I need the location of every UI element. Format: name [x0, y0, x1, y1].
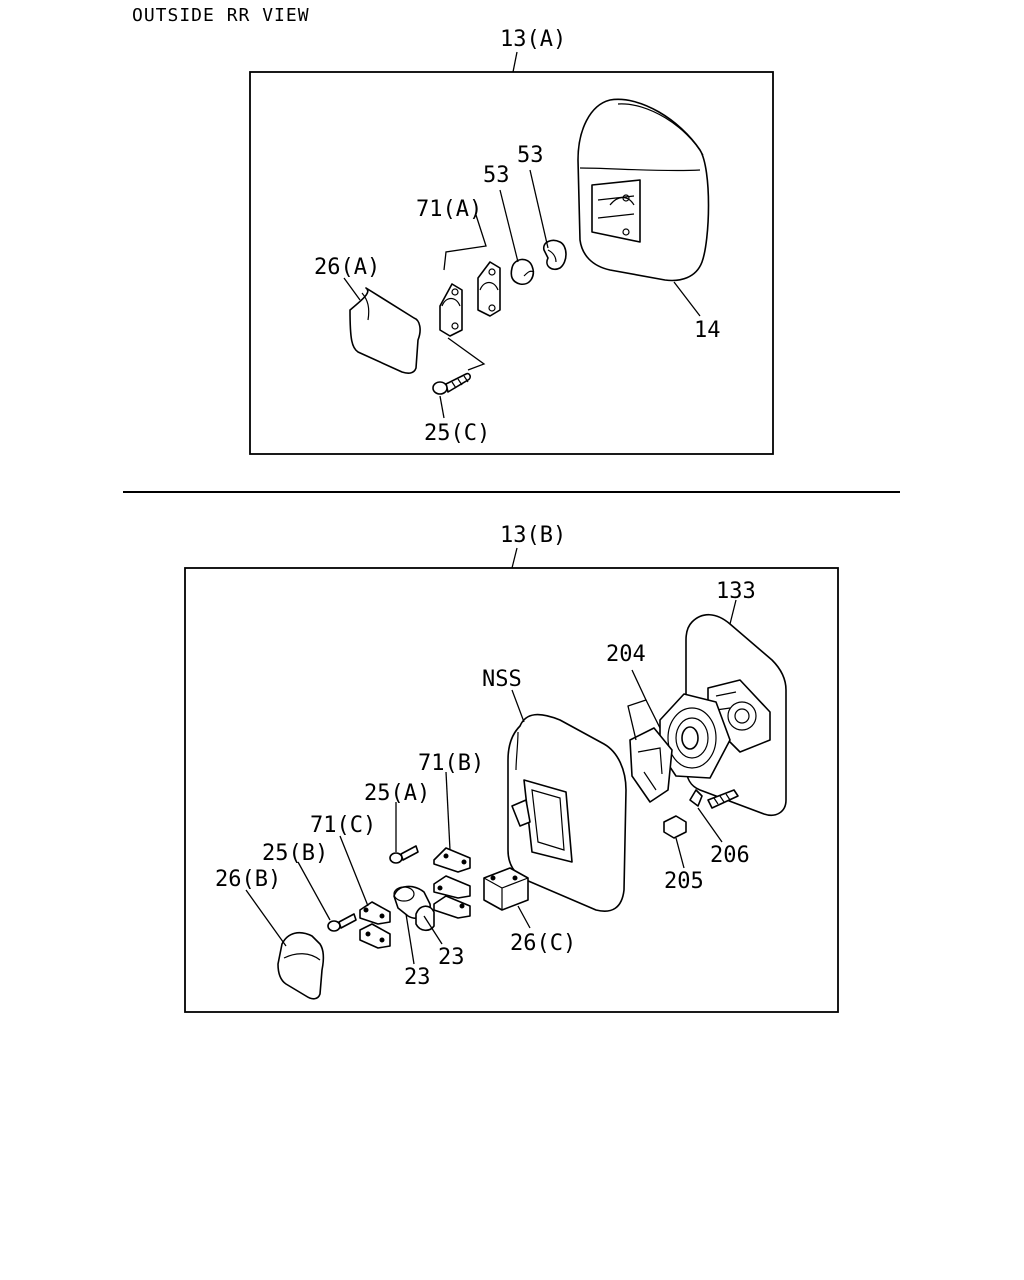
callout-14: 14	[694, 318, 721, 343]
assembly-a-frame	[249, 71, 774, 455]
leader-204b	[645, 699, 661, 729]
part-26b-cover	[277, 931, 325, 1000]
leader-26a	[343, 277, 361, 301]
callout-133: 133	[716, 579, 756, 604]
part-25b-screw	[327, 913, 357, 932]
leader-71b	[445, 771, 451, 851]
part-25a-screw	[389, 845, 419, 864]
view-title: OUTSIDE RR VIEW	[132, 5, 310, 26]
part-204-motor	[629, 693, 731, 803]
part-25c-screw	[432, 372, 471, 395]
nss-housing	[507, 713, 627, 912]
leader-71a-lower	[447, 337, 486, 371]
assembly-a-label: 13(A)	[500, 27, 566, 52]
leader-26b	[245, 889, 287, 947]
part-71b-bracket	[433, 847, 471, 919]
callout-25a: 25(A)	[364, 781, 430, 806]
callout-26b: 26(B)	[215, 867, 281, 892]
leader-nss	[511, 689, 525, 723]
callout-26a: 26(A)	[314, 255, 380, 280]
leader-205	[675, 837, 685, 869]
callout-23-left: 23	[404, 965, 431, 990]
leader-25c	[439, 395, 445, 419]
leader-53-mid	[499, 189, 519, 263]
assembly-b-frame	[184, 567, 839, 1013]
callout-23-right: 23	[438, 945, 465, 970]
leader-71c	[339, 835, 369, 907]
leader-14	[673, 281, 701, 317]
callout-71c: 71(C)	[310, 813, 376, 838]
leader-204	[627, 669, 647, 741]
assembly-b-leader	[511, 547, 518, 569]
assembly-a-leader	[512, 51, 518, 73]
leader-71a	[443, 214, 487, 271]
part-53-clip-top	[542, 239, 567, 271]
leader-23-right	[423, 915, 443, 945]
part-205-block	[663, 815, 687, 839]
callout-53-top: 53	[517, 143, 544, 168]
callout-25b: 25(B)	[262, 841, 328, 866]
callout-53-mid: 53	[483, 163, 510, 188]
part-71c-bracket	[359, 901, 391, 949]
callout-nss: NSS	[482, 667, 522, 692]
callout-25c: 25(C)	[424, 421, 490, 446]
callout-71b: 71(B)	[418, 751, 484, 776]
part-26c-block	[483, 867, 529, 911]
part-26a-cover	[349, 287, 421, 374]
assembly-b-label: 13(B)	[500, 523, 566, 548]
callout-206: 206	[710, 843, 750, 868]
part-71a-bracket	[439, 261, 501, 337]
callout-71a: 71(A)	[416, 197, 482, 222]
leader-206	[697, 807, 723, 843]
assembly-a: 13(A)	[249, 27, 774, 455]
leader-53-top	[529, 169, 549, 249]
callout-205: 205	[664, 869, 704, 894]
leader-26c	[517, 905, 531, 929]
part-206-screw	[689, 789, 739, 809]
part-14-housing	[577, 98, 710, 282]
leader-23-left	[405, 913, 415, 965]
part-23-rollers	[393, 885, 435, 932]
leader-25b	[297, 861, 331, 921]
part-53-clip-mid	[510, 258, 535, 286]
leader-133	[729, 599, 737, 625]
assembly-b: 13(B)	[184, 523, 839, 1013]
callout-204: 204	[606, 642, 646, 667]
callout-26c: 26(C)	[510, 931, 576, 956]
